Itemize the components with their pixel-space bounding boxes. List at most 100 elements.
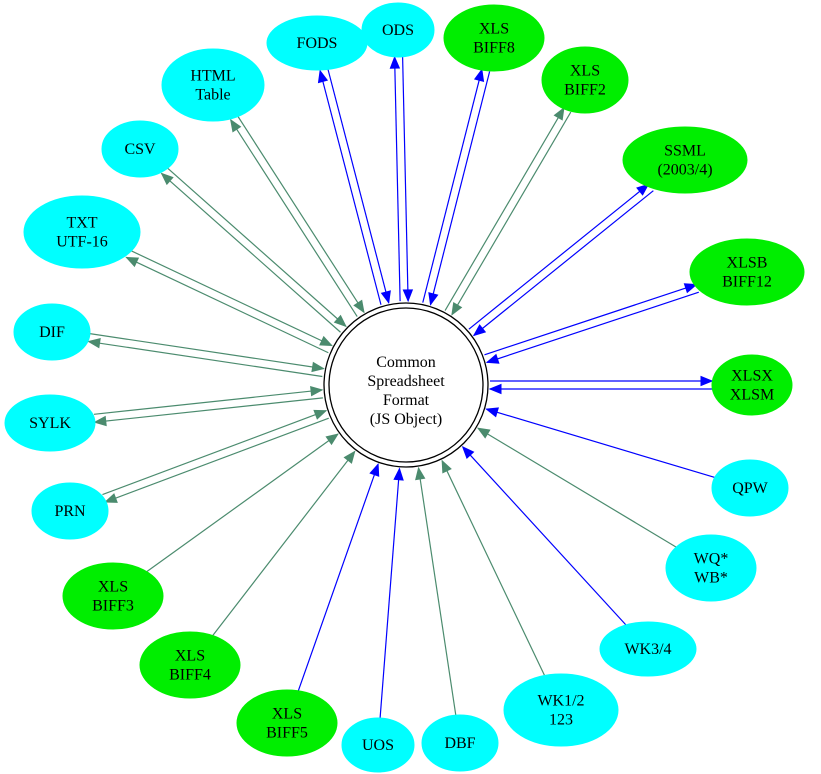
node-ssml-label-1: SSML	[664, 143, 706, 160]
node-csv: CSV	[101, 120, 179, 178]
node-html-table: HTML Table	[161, 48, 265, 122]
node-ssml: SSML (2003/4)	[622, 126, 748, 194]
arrowhead-xlsx-read	[488, 383, 502, 395]
arrowhead-xls-biff3-read	[325, 433, 339, 446]
node-csv-shape	[101, 120, 179, 178]
edge-xls-biff8-write	[422, 69, 483, 303]
arrowhead-wk12-read	[441, 459, 452, 474]
node-dbf-shape	[421, 714, 499, 772]
edge-xls-biff5-read	[297, 464, 379, 692]
node-wk34-label-1: WK3/4	[624, 641, 671, 658]
arrowhead-txt-utf16-write	[125, 256, 140, 268]
node-wq-wb: WQ*WB*	[665, 534, 757, 602]
arrowhead-xls-biff8-read	[428, 292, 439, 306]
node-uos-label-1: UOS	[362, 737, 394, 754]
arrowhead-xls-biff2-read	[451, 302, 463, 316]
node-ssml-shape	[622, 126, 748, 194]
node-sylk-shape	[4, 394, 96, 452]
node-qpw: QPW	[711, 459, 789, 517]
edge-xlsb-write	[484, 284, 697, 356]
arrowhead-fods-read	[380, 290, 391, 304]
node-wk12-label-2: 123	[549, 712, 573, 729]
arrowhead-xlsb-write	[683, 283, 698, 294]
node-wk34-shape	[599, 621, 697, 677]
node-uos-shape	[341, 717, 415, 773]
node-sylk: SYLK	[4, 394, 96, 452]
edge-ssml-read	[473, 190, 654, 336]
edge-sylk-write	[94, 397, 323, 423]
node-xls-biff4-label-2: BIFF4	[169, 667, 211, 684]
node-fods: FODS	[266, 15, 368, 71]
edge-wk12-read	[441, 460, 546, 676]
edge-dif-write	[88, 340, 323, 378]
edge-sylk-read	[93, 389, 323, 415]
edge-qpw-read	[486, 408, 715, 479]
arrowhead-ods-read	[402, 289, 414, 303]
arrowhead-qpw-read	[485, 407, 499, 418]
arrowhead-ssml-read	[472, 324, 487, 337]
node-qpw-shape	[711, 459, 789, 517]
node-wq-wb-label-2: WB*	[694, 570, 728, 587]
node-dbf: DBF	[421, 714, 499, 772]
node-ods-shape	[361, 2, 435, 58]
center-label-line-3: Format	[383, 392, 430, 409]
node-dif: DIF	[13, 303, 91, 361]
node-xlsb: XLSB BIFF12	[689, 238, 805, 306]
arrowhead-csv-write	[160, 172, 174, 186]
node-sylk-label-1: SYLK	[29, 415, 71, 432]
node-xls-biff2-label-2: BIFF2	[564, 82, 606, 99]
arrowhead-prn-write	[104, 493, 118, 503]
node-xls-biff5-shape	[236, 689, 338, 757]
edge-ssml-write	[468, 183, 649, 330]
node-wk12: WK1/2 123	[503, 673, 619, 747]
arrowhead-fods-write	[317, 69, 329, 84]
edge-dif-read	[89, 333, 324, 370]
arrowhead-prn-read	[313, 409, 328, 420]
edge-ods-read	[402, 56, 409, 301]
node-dif-shape	[13, 303, 91, 361]
arrowhead-xls-biff8-write	[473, 68, 485, 83]
center-label-line-4: (JS Object)	[370, 411, 442, 428]
node-xlsx-label-2: XLSM	[730, 387, 774, 404]
arrowhead-ssml-write	[636, 183, 650, 196]
arrowhead-xlsb-read	[485, 353, 500, 364]
node-xlsx-label-1: XLSX	[731, 368, 773, 385]
edge-wq-wb-read	[477, 427, 677, 548]
edge-xls-biff8-read	[429, 71, 491, 305]
node-xls-biff8-label-1: XLS	[479, 21, 509, 38]
node-xlsb-label-2: BIFF12	[722, 274, 772, 291]
node-ssml-label-2: (2003/4)	[657, 162, 712, 179]
edge-xls-biff2-write	[444, 107, 565, 311]
edge-txt-utf16-read	[129, 249, 333, 347]
node-html-table-shape	[161, 48, 265, 122]
node-ods: ODS	[361, 2, 435, 58]
node-xls-biff5-label-1: XLS	[272, 706, 302, 723]
edge-html-table-write	[230, 119, 358, 317]
arrowhead-xls-biff5-read	[369, 462, 380, 477]
node-xlsb-label-1: XLSB	[727, 255, 768, 272]
node-prn-shape	[31, 482, 109, 540]
node-xls-biff3-label-1: XLS	[98, 579, 128, 596]
arrowhead-ods-write	[389, 55, 401, 69]
edge-html-table-read	[236, 115, 365, 313]
node-xls-biff8-shape	[443, 4, 545, 72]
arrowhead-xlsx-write	[700, 375, 714, 387]
node-html-table-label-2: Table	[195, 87, 230, 104]
arrowhead-dif-read	[311, 361, 325, 373]
node-html-table-label-1: HTML	[190, 68, 235, 85]
arrowhead-xls-biff4-read	[343, 450, 356, 464]
node-wk12-label-1: WK1/2	[537, 693, 584, 710]
edges-layer	[87, 55, 715, 719]
edge-xls-biff2-read	[451, 111, 572, 315]
center-label-line-2: Spreadsheet	[367, 373, 445, 390]
edge-csv-write	[161, 173, 341, 333]
arrowhead-wq-wb-read	[476, 427, 491, 439]
node-xlsx: XLSX XLSM	[711, 354, 793, 416]
